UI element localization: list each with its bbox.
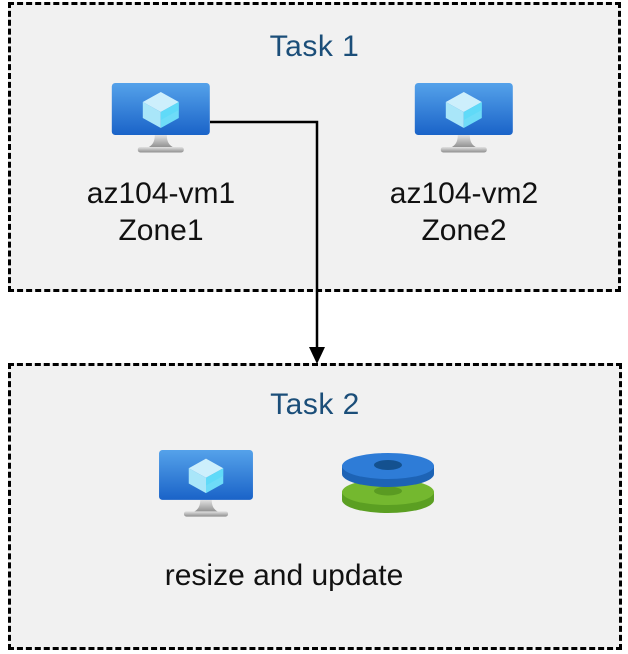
vm2-label: az104-vm2 Zone2 [390, 175, 538, 249]
task2-title: Task 2 [270, 388, 360, 421]
task2-vm-group [158, 450, 254, 519]
vm2-zone: Zone2 [421, 214, 507, 247]
task2-disks-group [338, 450, 438, 516]
task1-container: Task 1 az104-vm1 Zone1 az104-vm2 Zone2 [8, 2, 621, 292]
vm1-group: az104-vm1 Zone1 [87, 83, 235, 249]
vm1-name: az104-vm1 [86, 177, 236, 210]
vm2-group: az104-vm2 Zone2 [390, 83, 538, 249]
arrowhead-icon [309, 347, 325, 364]
vm1-label: az104-vm1 Zone1 [87, 175, 235, 249]
vm2-name: az104-vm2 [389, 177, 539, 210]
vm1-zone: Zone1 [118, 214, 204, 247]
task1-title: Task 1 [269, 30, 360, 63]
virtual-machine-icon [111, 83, 211, 155]
managed-disks-icon [338, 450, 438, 516]
task2-caption: resize and update [164, 559, 404, 592]
virtual-machine-icon [414, 83, 514, 155]
virtual-machine-icon [158, 450, 254, 519]
task2-container: Task 2 resize and update [8, 363, 622, 650]
